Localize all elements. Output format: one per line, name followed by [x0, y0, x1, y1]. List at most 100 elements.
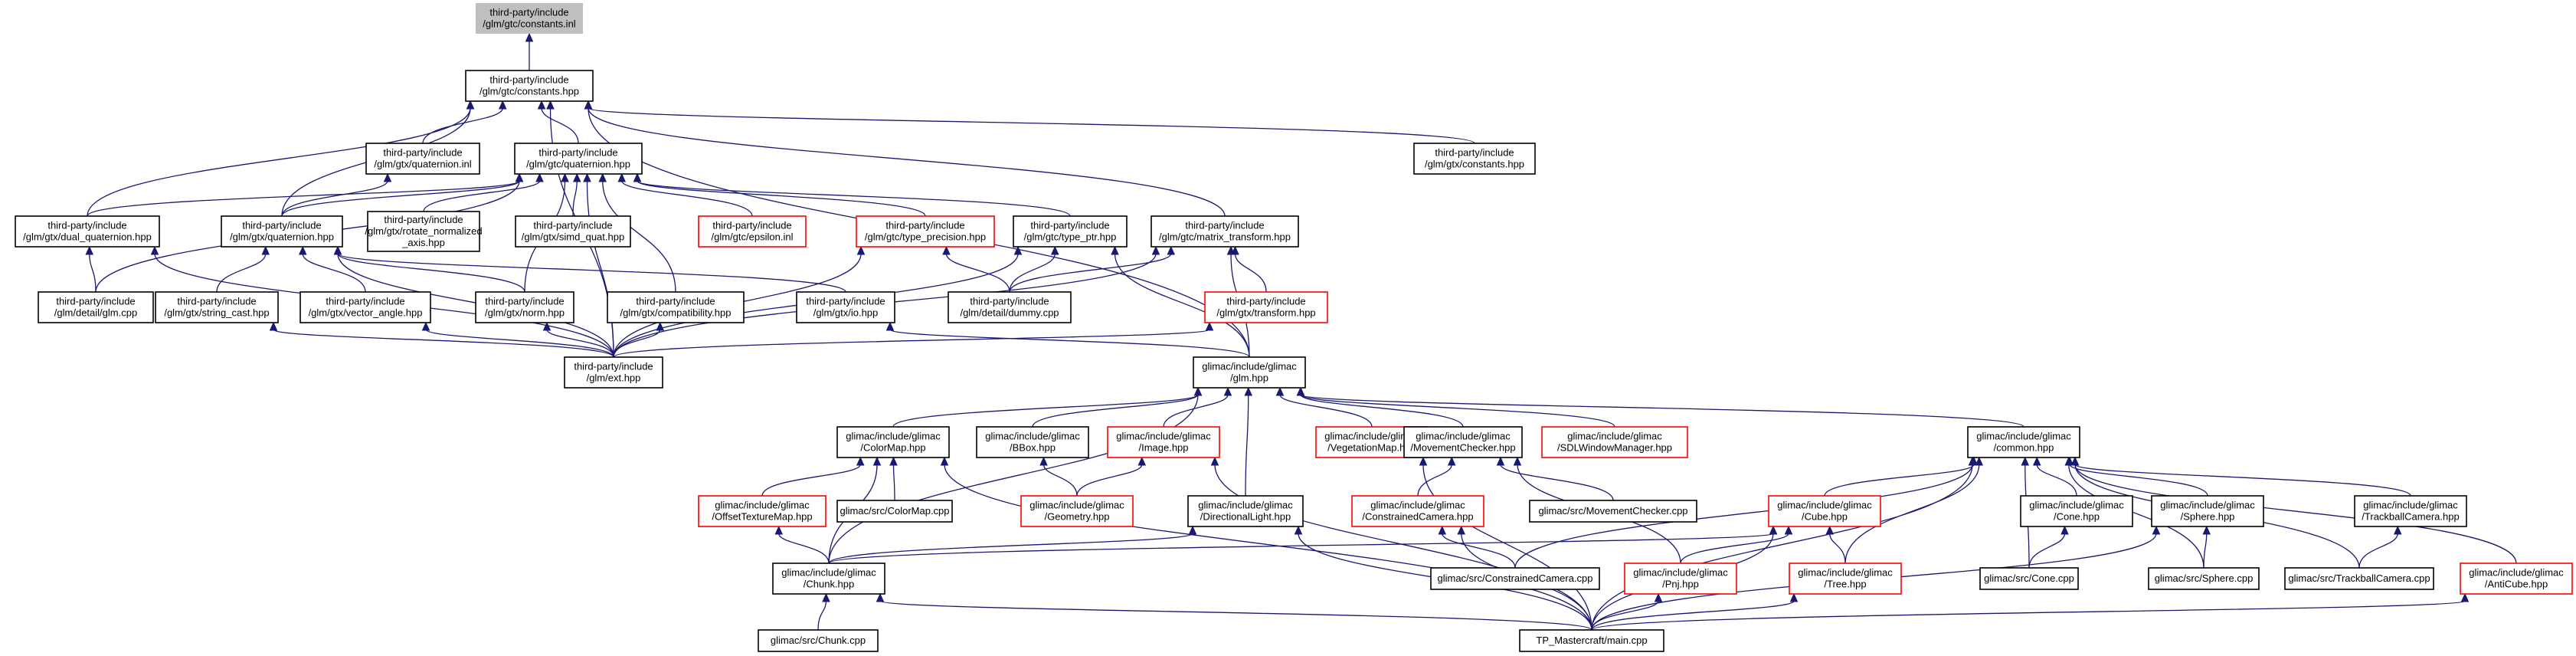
file-node-label: glimac/include/glimac: [781, 567, 876, 579]
arrowhead: [1789, 592, 1799, 602]
file-node-glimac-include-glimac-sphere-hpp[interactable]: glimac/include/glimac/Sphere.hpp: [2151, 495, 2264, 527]
file-node-glimac-src-sphere-cpp[interactable]: glimac/src/Sphere.cpp: [2148, 567, 2260, 590]
edge-line: [761, 464, 861, 497]
include-edge: [2358, 525, 2402, 569]
file-node-label: /BBox.hpp: [1010, 442, 1056, 454]
file-node-glimac-include-glimac-sdlwindowmanager-hpp[interactable]: glimac/include/glimac/SDLWindowManager.h…: [1541, 426, 1688, 458]
file-node-third-party-include-glm-gtx-string-cast-hpp[interactable]: third-party/include/glm/gtx/string_cast.…: [155, 291, 279, 323]
file-node-third-party-include-glm-gtx-simd-quat-hpp[interactable]: third-party/include/glm/gtx/simd_quat.hp…: [515, 215, 631, 248]
arrowhead: [1294, 525, 1303, 535]
file-node-glimac-include-glimac-geometry-hpp[interactable]: glimac/include/glimac/Geometry.hpp: [1020, 495, 1134, 527]
file-node-glimac-include-glimac-trackballcamera-hpp[interactable]: glimac/include/glimac/TrackballCamera.hp…: [2354, 495, 2467, 527]
file-node-label: /MovementChecker.hpp: [1410, 442, 1515, 454]
arrowhead: [466, 100, 475, 110]
file-node-third-party-include-glm-gtc-quaternion-hpp[interactable]: third-party/include/glm/gtc/quaternion.h…: [514, 143, 643, 175]
file-node-label: third-party/include: [242, 220, 321, 231]
file-node-third-party-include-glm-gtx-constants-hpp[interactable]: third-party/include/glm/gtx/constants.hp…: [1413, 143, 1536, 175]
file-node-glimac-src-colormap-cpp[interactable]: glimac/src/ColorMap.cpp: [836, 500, 953, 523]
edge-line: [87, 107, 471, 217]
edge-line: [1591, 600, 1659, 631]
file-node-third-party-include-glm-gtx-quaternion-hpp[interactable]: third-party/include/glm/gtx/quaternion.h…: [221, 215, 343, 248]
file-node-third-party-include-glm-ext-hpp[interactable]: third-party/include/glm/ext.hpp: [564, 356, 663, 389]
file-node-label: glimac/include/glimac: [1029, 500, 1124, 511]
file-node-glimac-src-chunk-cpp[interactable]: glimac/src/Chunk.cpp: [758, 629, 879, 652]
file-node-third-party-include-glm-gtc-constants-inl[interactable]: third-party/include/glm/gtc/constants.in…: [476, 3, 583, 34]
include-edge: [281, 172, 392, 217]
file-node-label: /Geometry.hpp: [1044, 511, 1109, 523]
edge-line: [89, 253, 97, 293]
include-edge: [598, 172, 676, 293]
edge-line: [1279, 394, 1373, 428]
edge-line: [1009, 253, 1172, 293]
file-node-label: /glm/gtc/matrix_transform.hpp: [1159, 231, 1291, 243]
file-node-glimac-include-glimac-bbox-hpp[interactable]: glimac/include/glimac/BBox.hpp: [976, 426, 1089, 458]
file-node-label: /Pnj.hpp: [1662, 579, 1699, 590]
file-node-third-party-include-glm-gtx-io-hpp[interactable]: third-party/include/glm/gtx/io.hpp: [796, 291, 895, 323]
edge-line: [1300, 394, 2024, 428]
include-edge: [1076, 456, 1147, 497]
file-node-glimac-include-glimac-colormap-hpp[interactable]: glimac/include/glimac/ColorMap.hpp: [836, 426, 950, 458]
file-node-label: /glm/gtx/dual_quaternion.hpp: [23, 231, 152, 243]
file-node-glimac-include-glimac-image-hpp[interactable]: glimac/include/glimac/Image.hpp: [1107, 426, 1220, 458]
include-edge: [940, 456, 1592, 631]
file-node-label: third-party/include: [177, 296, 256, 307]
edge-line: [281, 180, 388, 217]
file-node-glimac-src-movementchecker-cpp[interactable]: glimac/src/MovementChecker.cpp: [1529, 500, 1697, 523]
arrowhead: [1050, 245, 1059, 255]
file-node-third-party-include-glm-gtc-matrix-transform-hpp[interactable]: third-party/include/glm/gtc/matrix_trans…: [1151, 215, 1299, 248]
file-node-glimac-src-constrainedcamera-cpp[interactable]: glimac/src/ConstrainedCamera.cpp: [1430, 567, 1600, 590]
include-edge: [1296, 386, 2024, 428]
file-node-third-party-include-glm-gtx-norm-hpp[interactable]: third-party/include/glm/gtx/norm.hpp: [475, 291, 574, 323]
file-node-glimac-include-glimac-directionallight-hpp[interactable]: glimac/include/glimac/DirectionalLight.h…: [1187, 495, 1304, 527]
arrowhead: [1784, 525, 1793, 535]
file-node-box: [796, 291, 895, 323]
file-node-label: /glm/gtc/type_ptr.hpp: [1024, 231, 1117, 243]
file-node-glimac-include-glimac-pnj-hpp[interactable]: glimac/include/glimac/Pnj.hpp: [1624, 563, 1737, 595]
file-node-third-party-include-glm-gtx-vector-angle-hpp[interactable]: third-party/include/glm/gtx/vector_angle…: [299, 291, 431, 323]
file-node-third-party-include-glm-detail-glm-cpp[interactable]: third-party/include/glm/detail/glm.cpp: [38, 291, 154, 323]
file-node-glimac-src-trackballcamera-cpp[interactable]: glimac/src/TrackballCamera.cpp: [2284, 567, 2434, 590]
file-node-glimac-include-glimac-cone-hpp[interactable]: glimac/include/glimac/Cone.hpp: [2020, 495, 2133, 527]
file-node-third-party-include-glm-gtx-quaternion-inl[interactable]: third-party/include/glm/gtx/quaternion.i…: [365, 143, 480, 175]
file-node-third-party-include-glm-gtx-dual-quaternion-hpp[interactable]: third-party/include/glm/gtx/dual_quatern…: [15, 215, 160, 248]
file-node-glimac-include-glimac-common-hpp[interactable]: glimac/include/glimac/common.hpp: [1967, 426, 2080, 458]
file-node-glimac-include-glimac-glm-hpp[interactable]: glimac/include/glimac/glm.hpp: [1193, 356, 1306, 389]
file-node-third-party-include-glm-gtx-transform-hpp[interactable]: third-party/include/glm/gtx/transform.hp…: [1204, 291, 1328, 323]
arrowhead: [1210, 456, 1219, 466]
include-edge: [761, 456, 865, 497]
file-node-third-party-include-glm-gtx-compatibility-hpp[interactable]: third-party/include/glm/gtx/compatibilit…: [607, 291, 745, 323]
file-node-label: glimac/include/glimac: [1567, 431, 1662, 442]
arrowhead: [889, 456, 898, 466]
file-node-label: glimac/include/glimac: [1416, 431, 1511, 442]
edge-line: [422, 107, 503, 144]
file-node-glimac-include-glimac-tree-hpp[interactable]: glimac/include/glimac/Tree.hpp: [1789, 563, 1902, 595]
edge-line: [2074, 464, 2411, 497]
file-node-third-party-include-glm-gtc-type-precision-hpp[interactable]: third-party/include/glm/gtc/type_precisi…: [856, 215, 995, 248]
file-node-glimac-include-glimac-constrainedcamera-hpp[interactable]: glimac/include/glimac/ConstrainedCamera.…: [1351, 495, 1484, 527]
file-node-glimac-include-glimac-offsettexturemap-hpp[interactable]: glimac/include/glimac/OffsetTextureMap.h…: [698, 495, 826, 527]
include-edge: [885, 321, 1250, 358]
file-node-glimac-include-glimac-movementchecker-hpp[interactable]: glimac/include/glimac/MovementChecker.hp…: [1403, 426, 1523, 458]
arrowhead: [2070, 456, 2080, 466]
file-node-glimac-include-glimac-anticube-hpp[interactable]: glimac/include/glimac/AntiCube.hpp: [2460, 563, 2573, 595]
file-node-tp-mastercraft-main-cpp[interactable]: TP_Mastercraft/main.cpp: [1519, 629, 1664, 652]
file-node-glimac-src-cone-cpp[interactable]: glimac/src/Cone.cpp: [1979, 567, 2079, 590]
file-node-label: /VegetationMap.hpp: [1327, 442, 1416, 454]
file-node-glimac-include-glimac-cube-hpp[interactable]: glimac/include/glimac/Cube.hpp: [1768, 495, 1881, 527]
file-node-third-party-include-glm-detail-dummy-cpp[interactable]: third-party/include/glm/detail/dummy.cpp: [948, 291, 1072, 323]
file-node-third-party-include-glm-gtx-rotate-normalized-axis-hpp[interactable]: third-party/include/glm/gtx/rotate_norma…: [365, 211, 483, 252]
file-node-box: [1789, 563, 1902, 595]
arrowhead: [1013, 245, 1023, 255]
file-node-box: [1013, 215, 1128, 248]
include-edge: [85, 245, 97, 293]
file-node-third-party-include-glm-gtc-constants-hpp[interactable]: third-party/include/glm/gtc/constants.hp…: [465, 70, 594, 102]
file-node-third-party-include-glm-gtc-type-ptr-hpp[interactable]: third-party/include/glm/gtc/type_ptr.hpp: [1013, 215, 1128, 248]
file-node-third-party-include-glm-gtc-epsilon-inl[interactable]: third-party/include/glm/gtc/epsilon.inl: [698, 215, 807, 248]
edge-line: [828, 394, 1199, 564]
arrowhead: [383, 172, 392, 182]
file-node-box: [948, 291, 1072, 323]
file-node-glimac-include-glimac-chunk-hpp[interactable]: glimac/include/glimac/Chunk.hpp: [772, 563, 885, 595]
arrowhead: [856, 456, 865, 466]
file-node-box: [1529, 500, 1697, 523]
